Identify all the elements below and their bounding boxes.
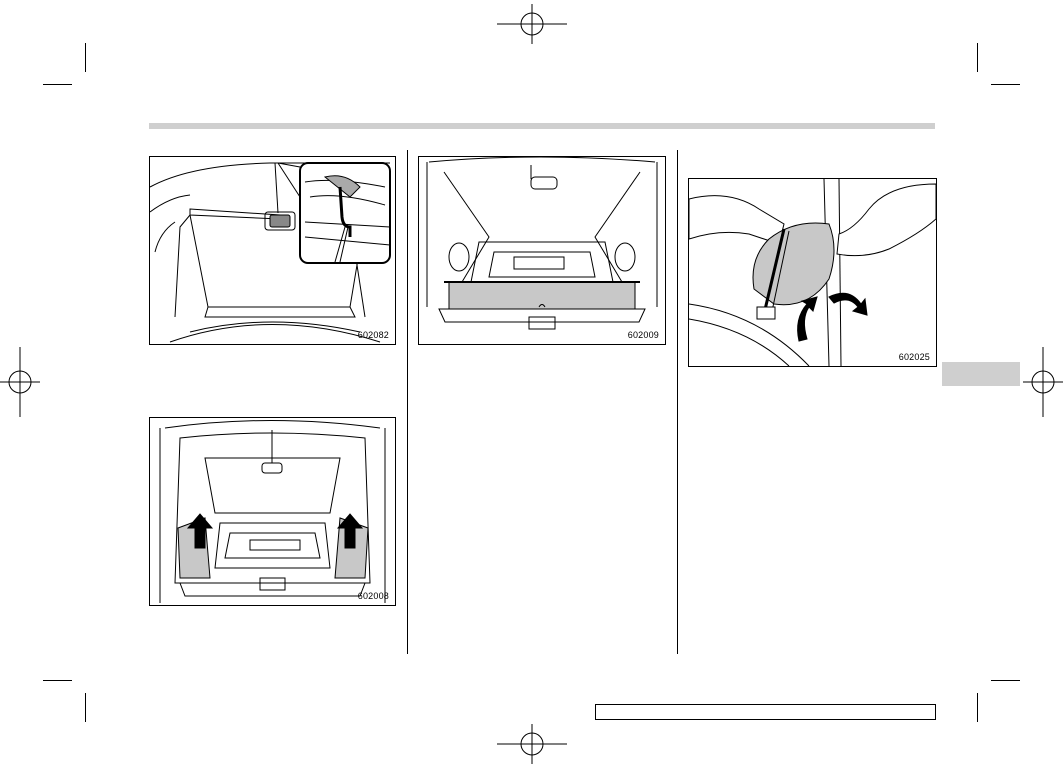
crop-mark [85,693,86,722]
column-divider [407,150,408,654]
figure-tonneau-cover-installed: 602009 [418,156,666,345]
header-bar [149,123,935,129]
crop-mark [85,43,86,72]
crop-mark [991,84,1020,85]
crop-mark [991,680,1020,681]
figure-code: 602025 [898,352,930,362]
crop-mark [43,84,72,85]
figure-code: 602082 [357,330,389,340]
registration-mark [0,347,40,417]
figure-cargo-side-storage: 602008 [149,417,396,606]
registration-mark [497,4,567,44]
figure-code: 602008 [357,591,389,601]
footer-box [595,704,936,720]
figure-remove-cover: 602025 [688,178,937,367]
registration-mark [1023,347,1063,417]
figure-code: 602009 [627,330,659,340]
figure-tonneau-cover-hook: 602082 [149,156,396,345]
crop-mark [43,680,72,681]
section-tab [942,362,1020,386]
crop-mark [977,43,978,72]
crop-mark [977,693,978,722]
registration-mark [497,724,567,764]
column-divider [677,150,678,654]
